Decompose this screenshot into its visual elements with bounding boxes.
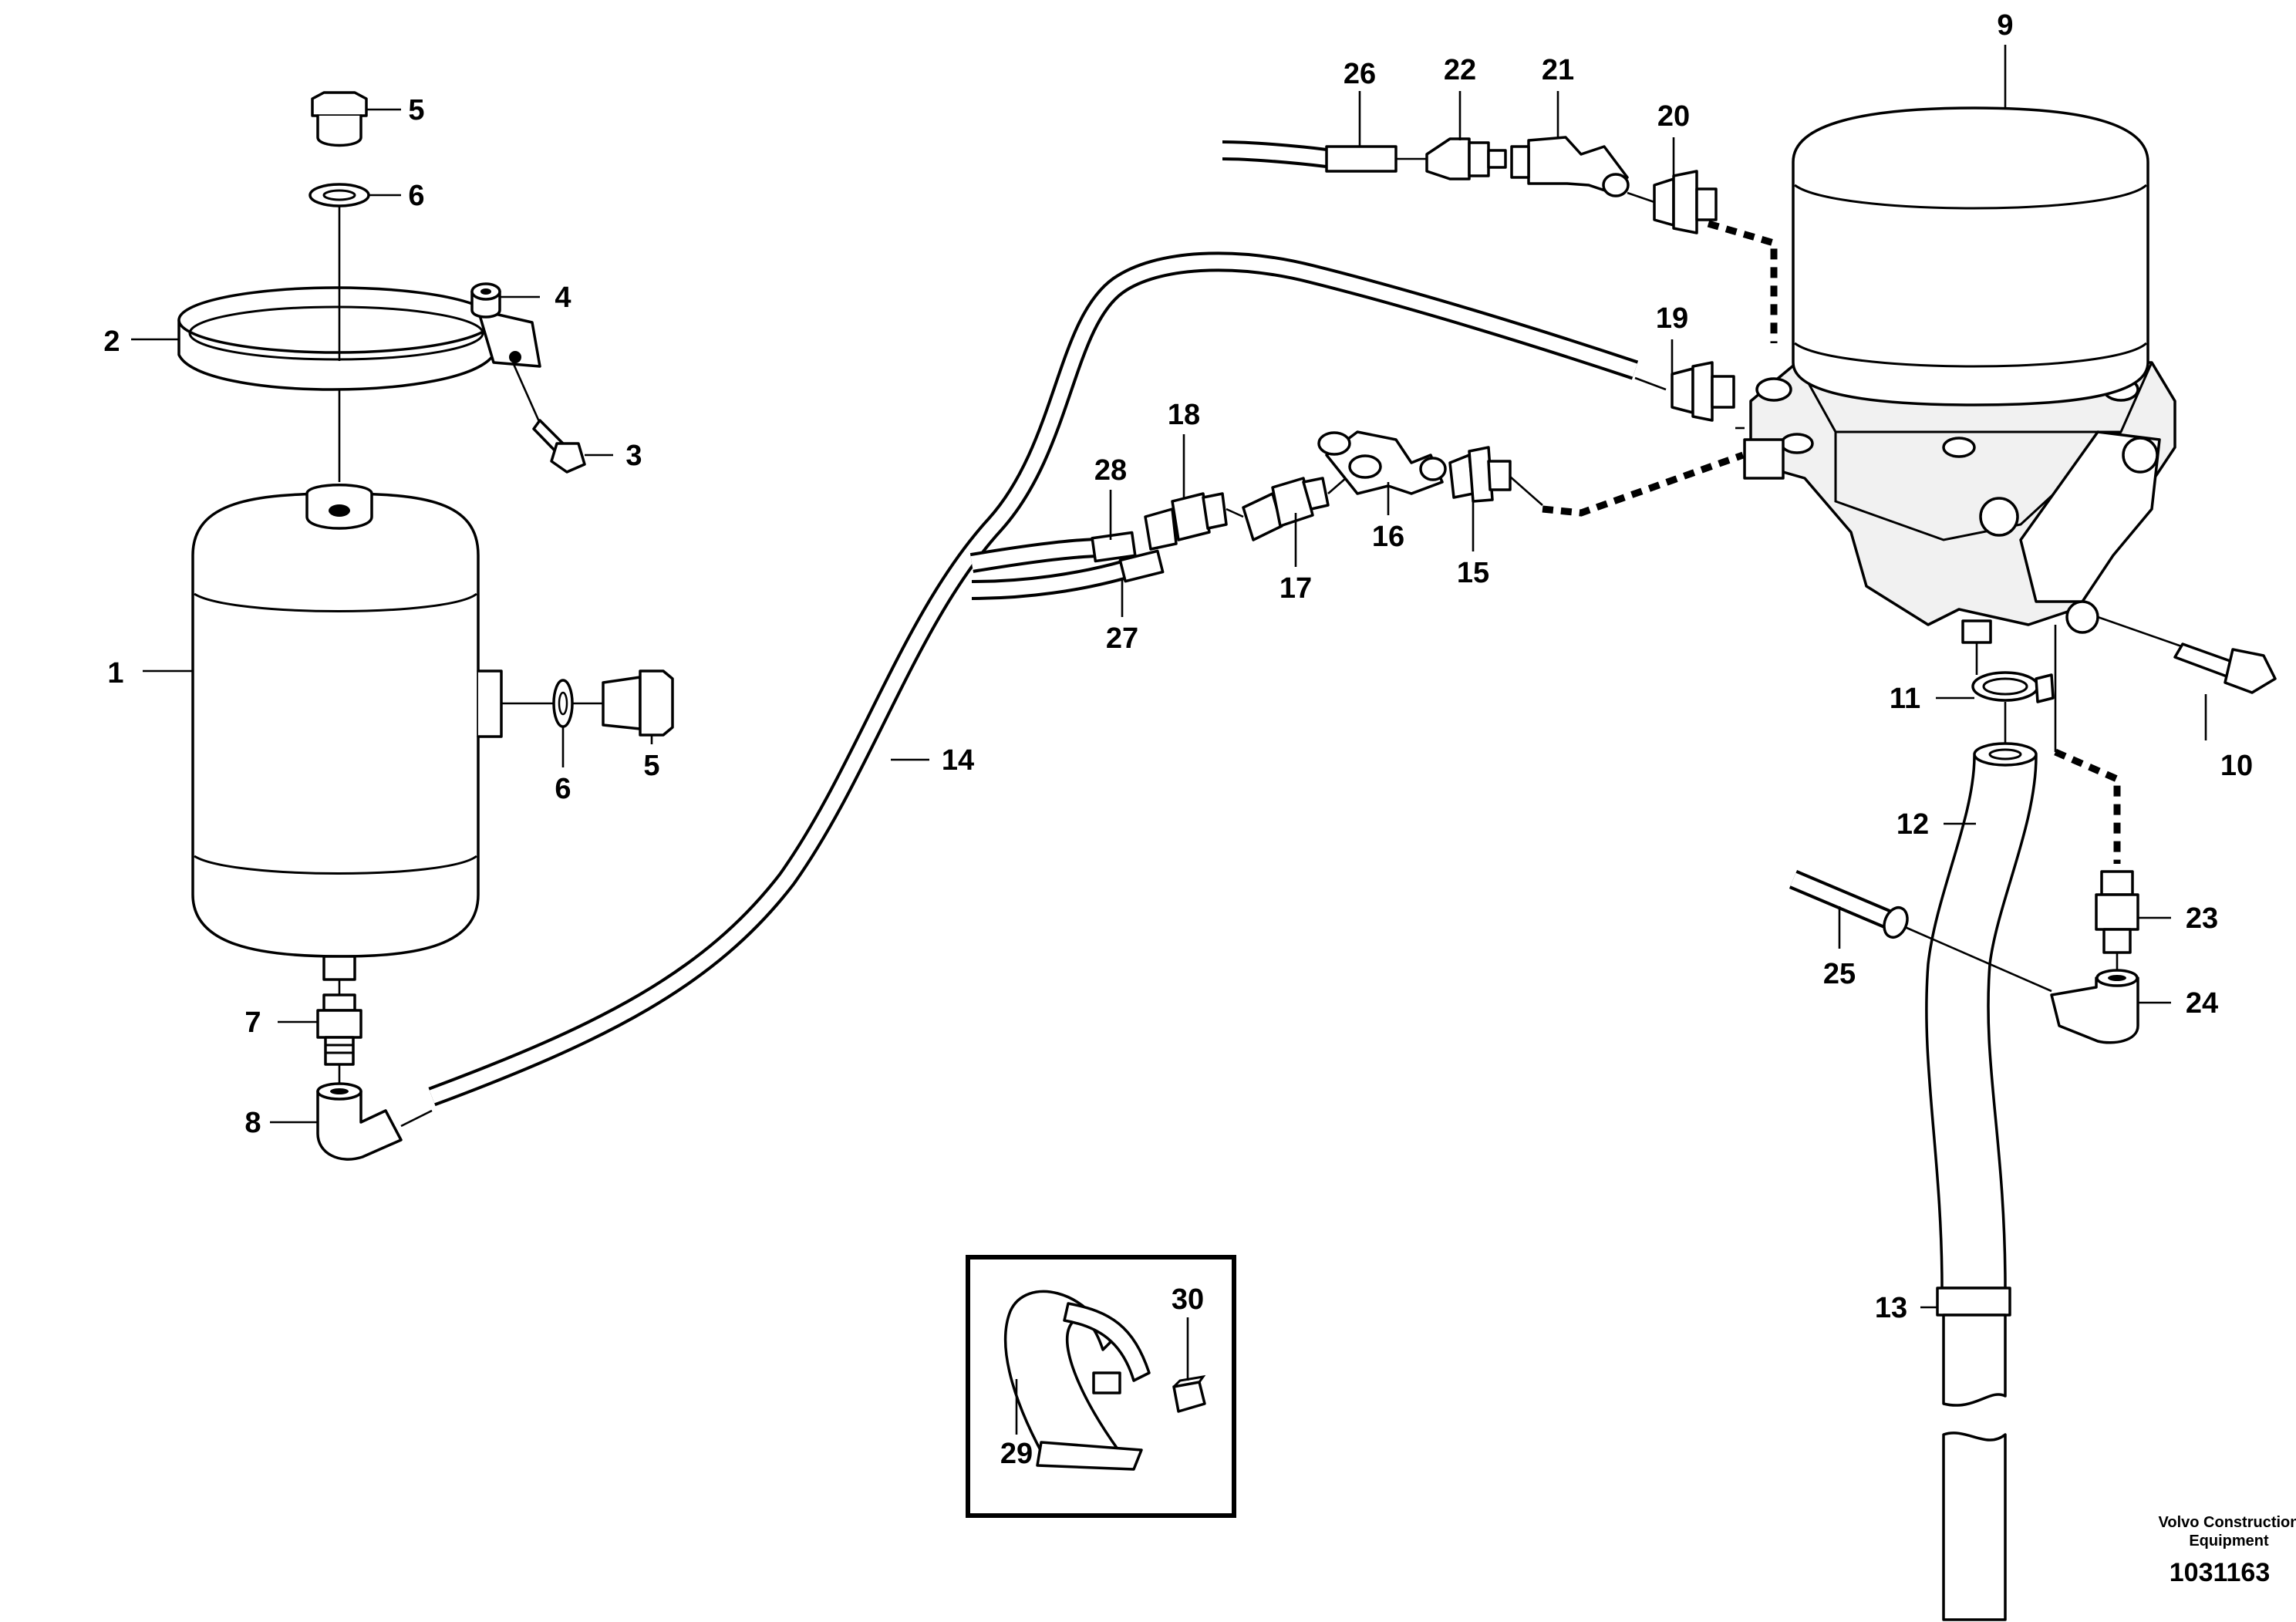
- callout-26: 26: [1344, 58, 1376, 90]
- callout-25: 25: [1823, 958, 1856, 990]
- fitting-15: [1448, 446, 1512, 503]
- air-dryer: [1743, 106, 2176, 644]
- callout-19: 19: [1656, 302, 1688, 335]
- union-tank: [316, 993, 362, 1066]
- hose-14: [428, 251, 1639, 1107]
- callout-24: 24: [2186, 987, 2218, 1020]
- bolt-clamp: [511, 362, 586, 474]
- callout-17: 17: [1279, 572, 1312, 605]
- fitting-22: [1425, 137, 1507, 180]
- callout-2: 2: [103, 325, 120, 358]
- brand-line-1: Volvo Construction: [2159, 1514, 2296, 1531]
- fitting-19: [1671, 361, 1735, 422]
- fitting-23: [2095, 870, 2139, 954]
- tube-25: [1789, 870, 1909, 939]
- callout-13: 13: [1875, 1292, 1907, 1324]
- elbow-16: [1317, 430, 1447, 495]
- tie-mount-30: [1172, 1374, 1206, 1413]
- footer: Volvo Construction Equipment 1031163: [2159, 1514, 2296, 1587]
- air-tank: [191, 484, 503, 981]
- callout-12: 12: [1896, 808, 1929, 841]
- plug-top: [311, 91, 368, 147]
- drawing-number: 1031163: [2170, 1558, 2271, 1587]
- callout-8: 8: [244, 1107, 261, 1139]
- callout-14: 14: [942, 744, 974, 777]
- callout-4: 4: [555, 282, 571, 314]
- cable-tie-29: [1003, 1290, 1151, 1471]
- callout-9: 9: [1997, 9, 2013, 42]
- hose-12: [1925, 742, 2038, 1290]
- callouts: 1 2 3 4 5 6 6 5 7 8 9 10 11 12 13 14 15 …: [103, 9, 2253, 1470]
- hose-13-lower: [1942, 1313, 2007, 1621]
- callout-29: 29: [1000, 1438, 1033, 1470]
- callout-3: 3: [625, 440, 642, 472]
- washer-side: [552, 679, 574, 728]
- washer-top: [308, 183, 370, 207]
- fitting-17: [1242, 477, 1330, 541]
- callout-15: 15: [1457, 557, 1489, 589]
- brand-line-2: Equipment: [2189, 1533, 2269, 1549]
- callout-7: 7: [244, 1007, 261, 1039]
- callout-11: 11: [1890, 683, 1920, 715]
- tube-27: [971, 549, 1165, 600]
- elbow-tank: [316, 1082, 403, 1161]
- plug-side: [602, 669, 674, 737]
- callout-28: 28: [1094, 454, 1127, 487]
- tube-26: [1222, 140, 1397, 173]
- callout-6: 6: [408, 180, 424, 212]
- callout-5: 5: [408, 94, 424, 126]
- clamp-band: [177, 286, 541, 391]
- callout-1: 1: [107, 657, 123, 690]
- callout-23: 23: [2186, 902, 2218, 935]
- elbow-24: [2050, 969, 2139, 1044]
- callout-22: 22: [1444, 54, 1476, 86]
- callout-30: 30: [1172, 1283, 1204, 1316]
- nut: [470, 282, 501, 319]
- callout-16: 16: [1372, 521, 1404, 553]
- clamp-13: [1936, 1286, 2011, 1317]
- callout-6-side: 6: [555, 773, 571, 805]
- callout-27: 27: [1106, 622, 1138, 655]
- hose-clamp-11: [1971, 671, 2055, 703]
- fitting-20: [1653, 170, 1718, 234]
- elbow-21: [1510, 136, 1630, 197]
- bolt-10: [2097, 615, 2277, 694]
- callout-20: 20: [1657, 100, 1690, 133]
- callout-5-side: 5: [643, 750, 659, 782]
- callout-21: 21: [1542, 54, 1574, 86]
- tube-28: [969, 531, 1137, 573]
- fitting-18: [1144, 492, 1228, 551]
- callout-18: 18: [1168, 399, 1200, 431]
- callout-10: 10: [2220, 750, 2253, 782]
